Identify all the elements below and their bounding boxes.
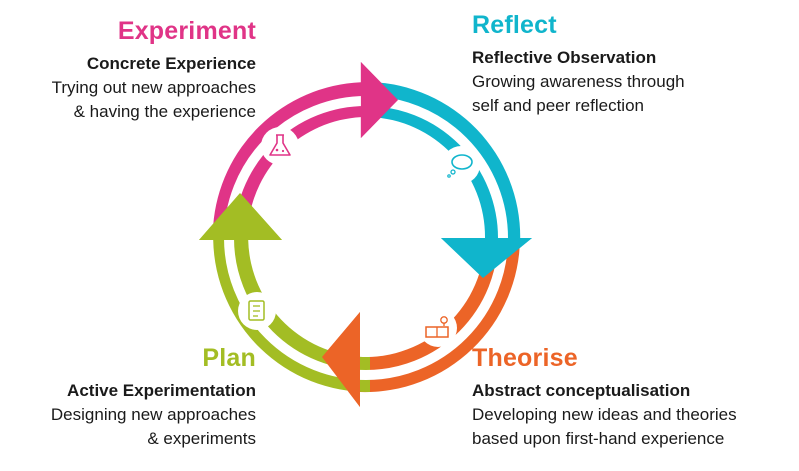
theorise-arc [322, 238, 520, 407]
experiment-line-2: & having the experience [73, 102, 256, 121]
theorise-subtitle: Abstract conceptualisation [472, 381, 691, 400]
theorise-text: Theorise Abstract conceptualisation Deve… [472, 343, 792, 451]
plan-text: Plan Active Experimentation Designing ne… [0, 343, 256, 451]
checklist-icon [238, 292, 276, 330]
reflect-title: Reflect [472, 11, 557, 39]
theorise-arrowhead [322, 312, 360, 407]
reflect-arrowhead [441, 238, 532, 278]
plan-subtitle: Active Experimentation [67, 381, 256, 400]
plan-arrowhead [199, 193, 282, 240]
plan-arc [199, 193, 370, 393]
plan-title: Plan [202, 344, 256, 372]
thought-bubble-icon [442, 146, 480, 184]
reflect-line-2: self and peer reflection [472, 96, 644, 115]
theorise-line-1: Developing new ideas and theories [472, 405, 737, 424]
experiment-title: Experiment [117, 17, 256, 45]
flask-icon [261, 127, 299, 165]
theorise-line-2: based upon first-hand experience [472, 429, 725, 448]
theorise-title: Theorise [472, 344, 578, 372]
reflect-subtitle: Reflective Observation [472, 48, 657, 67]
experiment-text: Experiment Concrete Experience Trying ou… [0, 16, 256, 124]
plan-line-1: Designing new approaches [50, 405, 256, 424]
experiment-arrowhead [360, 62, 398, 138]
experiment-subtitle: Concrete Experience [86, 54, 256, 73]
reflect-line-1: Growing awareness through [472, 72, 685, 91]
plan-line-2: & experiments [147, 429, 256, 448]
experiment-line-1: Trying out new approaches [51, 78, 256, 97]
reflect-arc [370, 82, 532, 278]
reflect-text: Reflect Reflective Observation Growing a… [472, 10, 772, 118]
book-lightbulb-icon [419, 309, 457, 347]
